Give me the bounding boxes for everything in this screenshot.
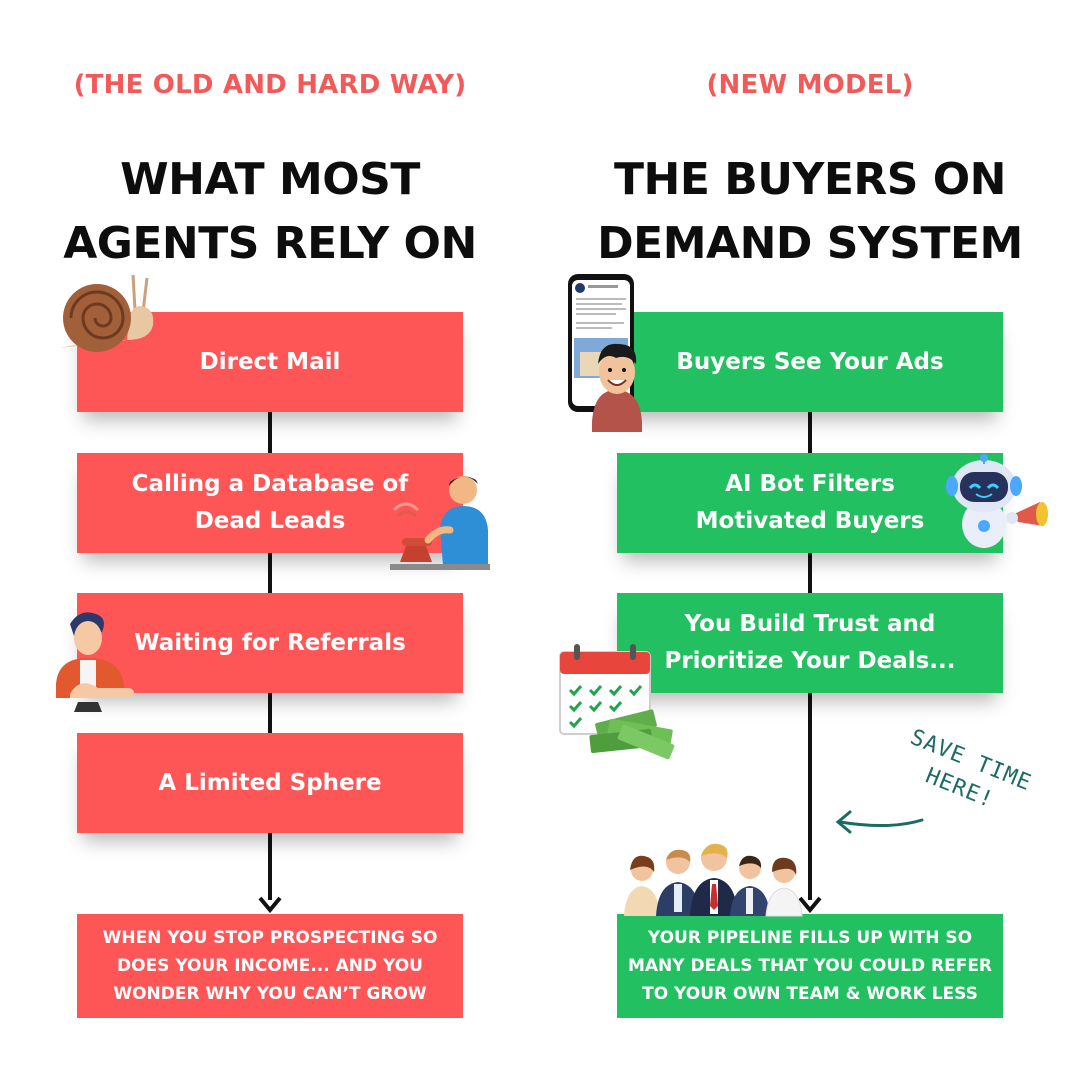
right-title-line2: DEMAND SYSTEM <box>597 218 1023 269</box>
left-result-line1: WHEN YOU STOP PROSPECTING SO <box>102 928 438 948</box>
right-result-line3: TO YOUR OWN TEAM & WORK LESS <box>642 984 978 1004</box>
left-step-calling-database: Calling a Database of Dead Leads <box>77 453 463 553</box>
left-tag: (THE OLD AND HARD WAY) <box>73 70 467 100</box>
left-step-3-label: Waiting for Referrals <box>134 629 406 656</box>
left-result-box: WHEN YOU STOP PROSPECTING SO DOES YOUR I… <box>77 914 463 1018</box>
left-title-line1: WHAT MOST <box>120 154 420 205</box>
left-arrow-head <box>258 896 282 914</box>
phone-caller-icon <box>390 476 490 570</box>
right-title-line1: THE BUYERS ON <box>613 154 1007 205</box>
left-step-waiting-referrals: Waiting for Referrals <box>77 593 463 693</box>
right-arrow-head <box>798 896 822 914</box>
right-step-2-label-line1: AI Bot Filters <box>725 471 895 497</box>
left-connector-3 <box>268 690 272 735</box>
right-tag: (NEW MODEL) <box>706 70 914 100</box>
snail-icon <box>60 274 154 352</box>
left-step-2-label-line1: Calling a Database of <box>131 471 409 497</box>
left-connector-4 <box>268 832 272 900</box>
left-title-line2: AGENTS RELY ON <box>63 218 477 269</box>
right-step-build-trust: You Build Trust and Prioritize Your Deal… <box>617 593 1003 693</box>
right-step-buyers-see-ads: Buyers See Your Ads <box>617 312 1003 412</box>
left-connector-2 <box>268 550 272 595</box>
team-icon <box>624 843 803 917</box>
left-step-1-label: Direct Mail <box>199 348 341 375</box>
robot-icon <box>946 454 1048 548</box>
bored-man-icon <box>56 612 134 712</box>
right-result-box: YOUR PIPELINE FILLS UP WITH SO MANY DEAL… <box>617 914 1003 1018</box>
right-result-line1: YOUR PIPELINE FILLS UP WITH SO <box>647 928 973 948</box>
right-connector-2 <box>808 550 812 595</box>
right-step-ai-bot-filters: AI Bot Filters Motivated Buyers <box>617 453 1003 553</box>
right-connector-3 <box>808 690 812 900</box>
left-result-line2: DOES YOUR INCOME... AND YOU <box>117 956 423 976</box>
left-result-line3: WONDER WHY YOU CAN’T GROW <box>113 984 427 1004</box>
right-step-2-label-line2: Motivated Buyers <box>695 508 925 534</box>
calendar-money-icon <box>559 644 675 760</box>
right-step-3-label-line1: You Build Trust and <box>684 611 936 637</box>
right-step-1-label: Buyers See Your Ads <box>676 348 944 375</box>
left-connector-1 <box>268 410 272 455</box>
right-title: THE BUYERS ON DEMAND SYSTEM <box>540 148 1080 276</box>
curved-arrow-icon <box>835 810 924 834</box>
right-connector-1 <box>808 410 812 455</box>
left-step-2-label-line2: Dead Leads <box>194 508 346 534</box>
phone-ad-icon <box>568 274 642 432</box>
left-title: WHAT MOST AGENTS RELY ON <box>0 148 540 276</box>
right-result-line2: MANY DEALS THAT YOU COULD REFER <box>627 956 993 976</box>
left-step-4-label: A Limited Sphere <box>158 769 382 796</box>
right-step-3-label-line2: Prioritize Your Deals... <box>664 648 956 674</box>
left-step-limited-sphere: A Limited Sphere <box>77 733 463 833</box>
